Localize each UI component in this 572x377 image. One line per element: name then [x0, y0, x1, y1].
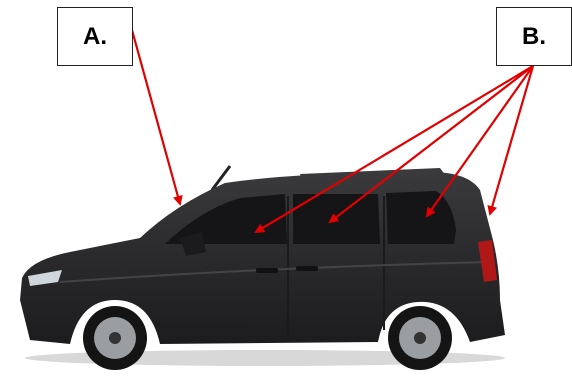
- front-wheel: [83, 306, 147, 370]
- label-a: A.: [57, 7, 133, 66]
- label-b: B.: [496, 7, 572, 66]
- sliding-door-handle: [296, 266, 318, 271]
- front-door-handle: [256, 268, 278, 273]
- car-illustration: [20, 166, 505, 370]
- rear-wheel: [388, 306, 452, 370]
- arrow-a: [132, 30, 180, 204]
